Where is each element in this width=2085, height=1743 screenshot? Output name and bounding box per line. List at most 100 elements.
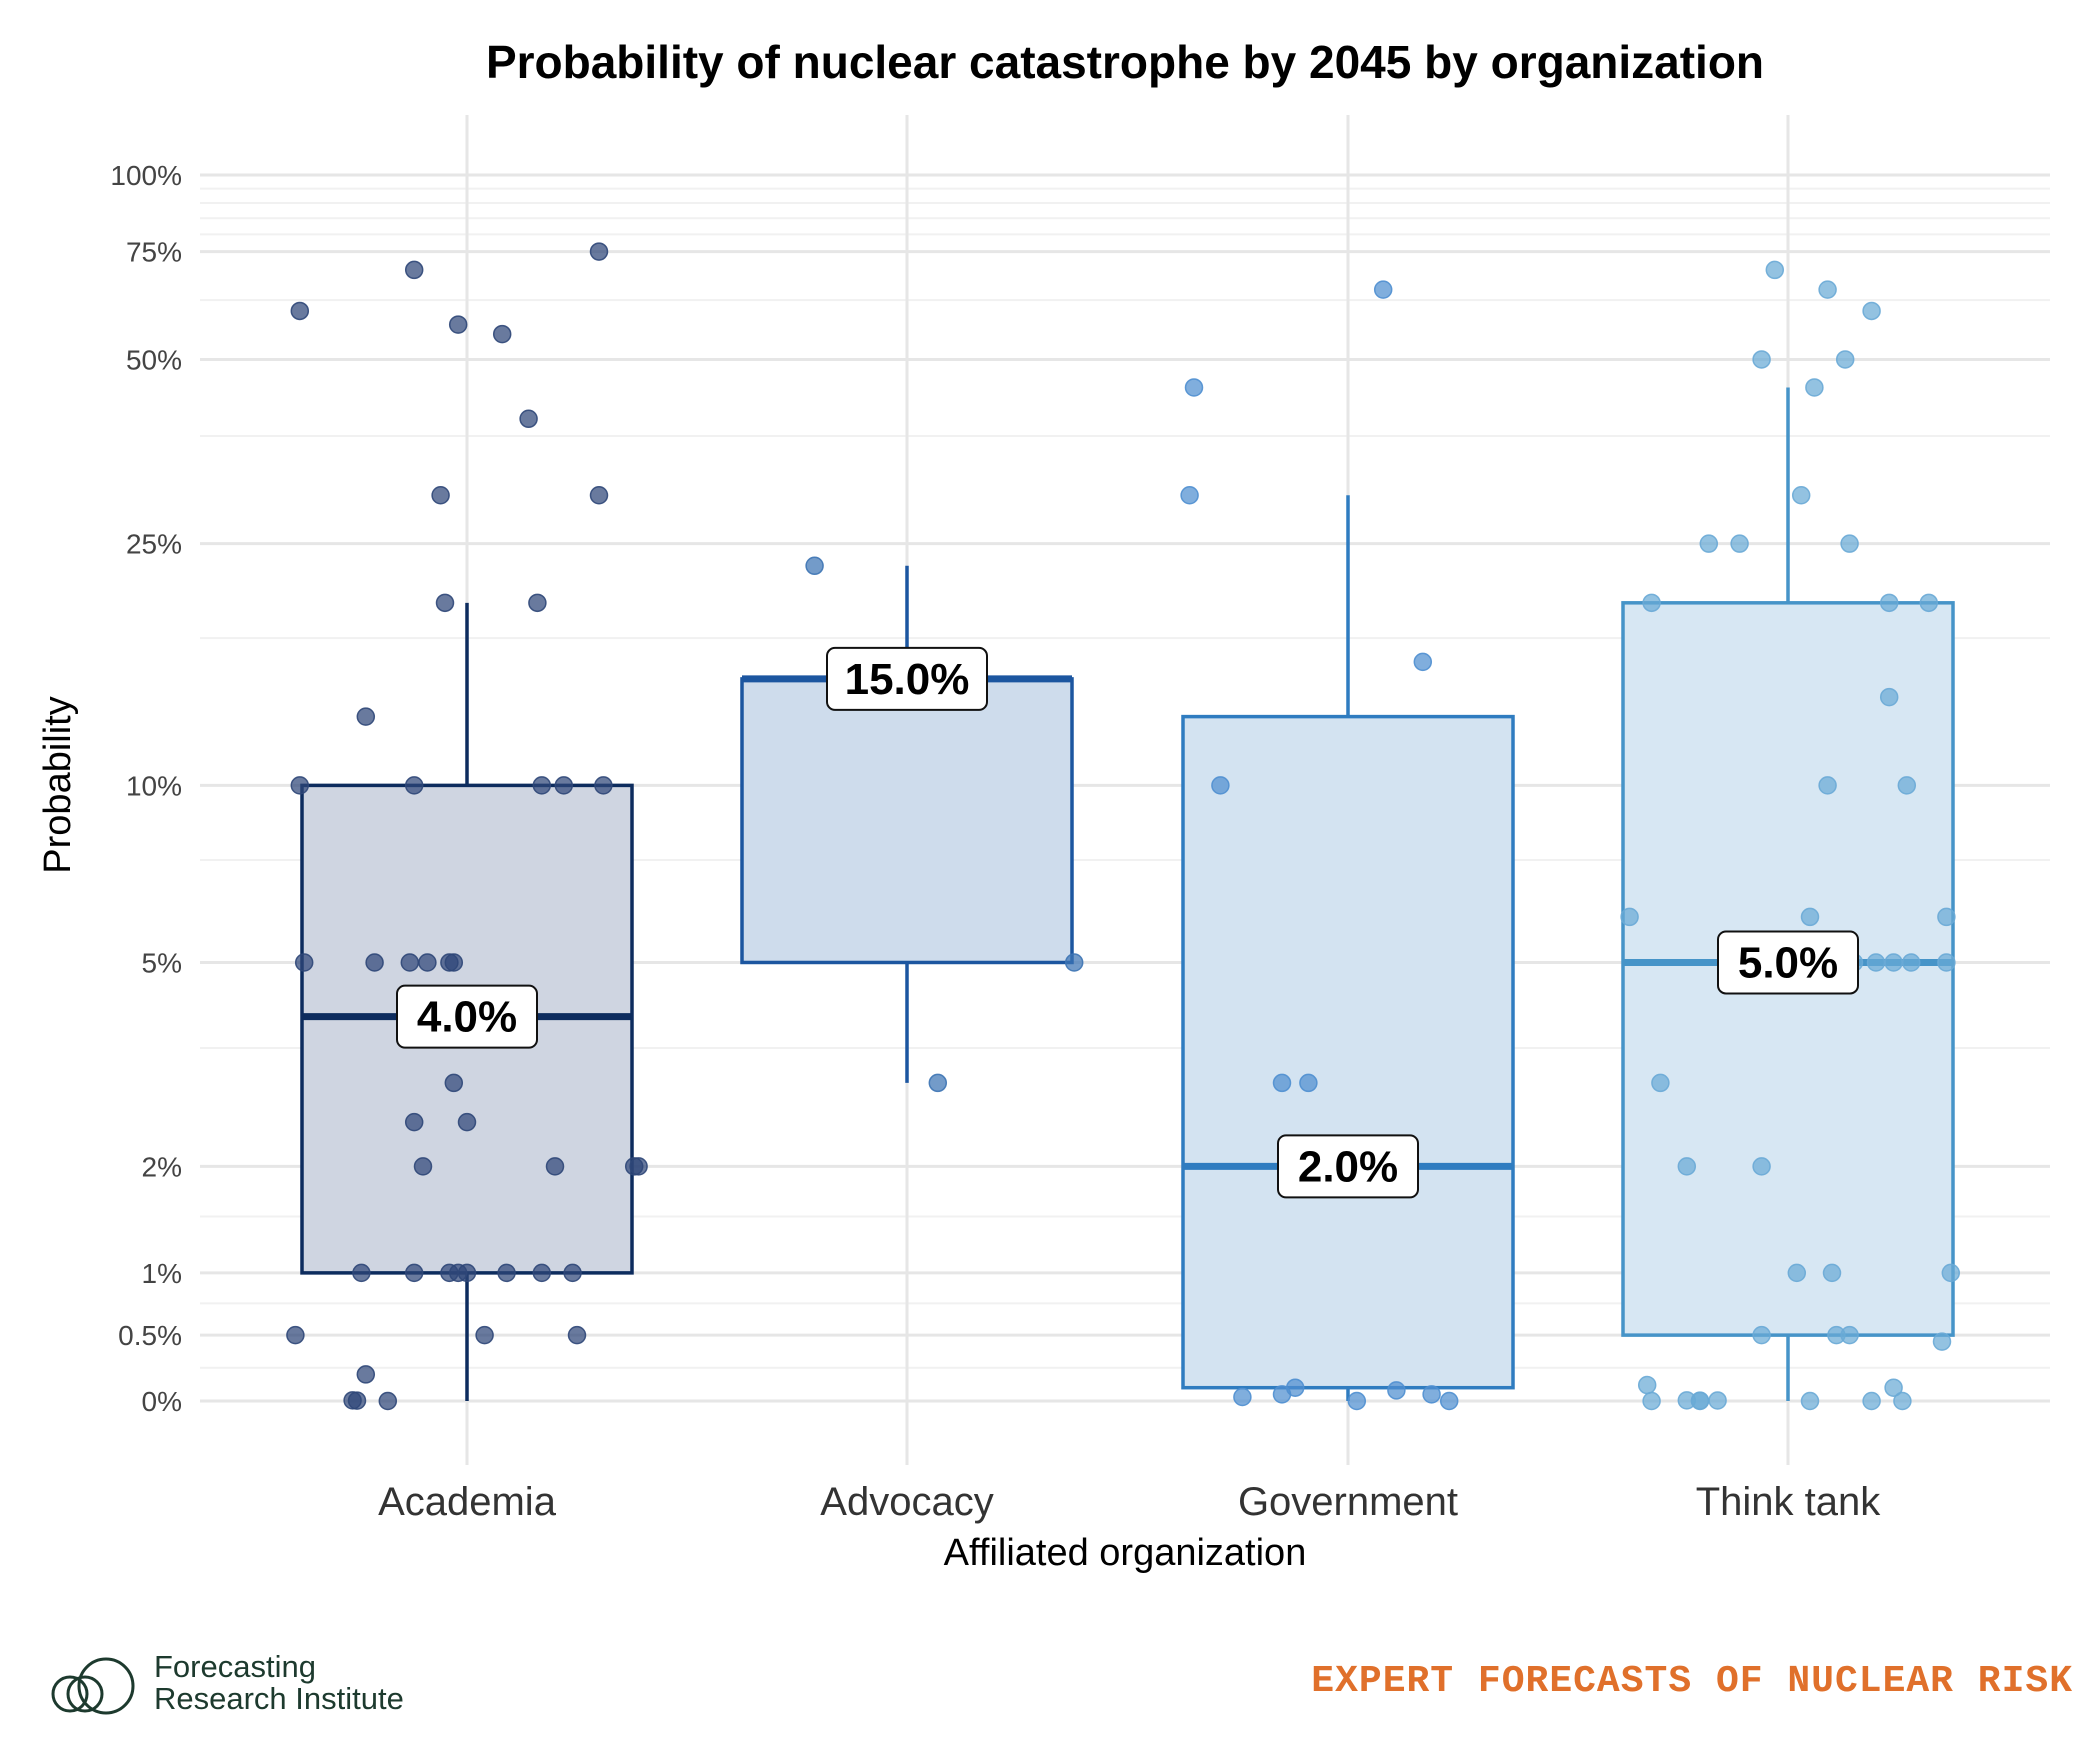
data-point	[1818, 280, 1837, 299]
data-point	[545, 1157, 565, 1176]
data-point	[1373, 280, 1393, 299]
data-point	[413, 1157, 433, 1176]
y-tick-label: 0%	[142, 1386, 182, 1417]
data-point	[589, 242, 609, 261]
data-point	[1642, 593, 1661, 613]
data-point	[1932, 1332, 1952, 1351]
x-tick-label: Government	[1238, 1480, 1458, 1524]
data-point	[492, 324, 512, 344]
data-point	[1439, 1391, 1459, 1411]
data-point	[1791, 485, 1811, 505]
median-label-box	[1717, 930, 1859, 995]
data-point	[290, 301, 310, 321]
x-tick-label: Think tank	[1696, 1480, 1882, 1524]
data-point	[294, 953, 314, 972]
data-point	[400, 953, 420, 972]
data-point	[1752, 350, 1771, 369]
box-iqr	[1181, 714, 1515, 1390]
data-point	[352, 1263, 371, 1283]
median-label-box	[396, 984, 538, 1049]
data-point	[457, 1112, 477, 1132]
fri-name-line2: Research Institute	[154, 1681, 404, 1716]
data-point	[418, 953, 437, 972]
data-point	[1620, 907, 1639, 927]
data-point	[1064, 953, 1084, 972]
data-point	[1884, 953, 1903, 972]
data-point	[290, 776, 310, 795]
y-tick-label: 0.5%	[118, 1320, 182, 1351]
x-tick-label: Advocacy	[820, 1480, 993, 1524]
data-point	[1800, 1391, 1820, 1411]
data-point	[563, 1263, 582, 1283]
fri-wordmark: Forecasting Research Institute	[154, 1651, 404, 1715]
median-label-layer: 4.0%15.0%2.0%5.0%	[396, 646, 1859, 1199]
data-point	[1835, 350, 1855, 369]
data-point	[1387, 1381, 1406, 1400]
data-point	[1919, 593, 1939, 613]
data-point	[378, 1391, 398, 1411]
data-point	[1642, 1391, 1661, 1411]
x-tick-label: Academia	[378, 1480, 557, 1524]
fri-logo-icon	[51, 1657, 135, 1715]
data-point	[528, 593, 547, 613]
y-tick-label: 10%	[126, 770, 182, 801]
data-point	[347, 1391, 367, 1410]
data-point	[1233, 1387, 1252, 1407]
y-tick-label: 100%	[110, 160, 182, 191]
data-point	[519, 409, 538, 429]
data-point	[1708, 1391, 1727, 1410]
data-point	[629, 1157, 648, 1176]
data-point	[1879, 593, 1899, 613]
data-point	[404, 1112, 424, 1132]
data-point	[1730, 534, 1749, 553]
data-point	[1840, 534, 1859, 553]
fri-name-line1: Forecasting	[154, 1649, 316, 1684]
data-point	[1862, 1391, 1881, 1411]
data-point	[1272, 1385, 1292, 1404]
data-point	[1884, 1378, 1903, 1397]
data-point	[365, 953, 384, 972]
data-point	[1637, 1375, 1657, 1395]
fri-brand: Forecasting Research Institute	[44, 1650, 404, 1716]
data-point	[1800, 907, 1820, 927]
data-point	[448, 315, 468, 334]
data-point	[805, 556, 824, 576]
data-point	[1299, 1073, 1318, 1093]
data-point	[1211, 776, 1230, 795]
data-point	[356, 707, 376, 726]
data-point	[1805, 378, 1824, 397]
data-point	[475, 1325, 494, 1345]
y-tick-label: 2%	[142, 1151, 182, 1182]
data-point	[1822, 1263, 1842, 1283]
median-label: 15.0%	[845, 655, 970, 704]
y-tick-label: 25%	[126, 529, 182, 560]
footer-tagline: EXPERT FORECASTS OF NUCLEAR RISK	[1311, 1660, 2073, 1703]
median-label-box	[826, 646, 988, 711]
data-point	[404, 1263, 424, 1283]
box-iqr	[740, 677, 1074, 965]
data-point	[1422, 1385, 1441, 1404]
data-point	[1752, 1325, 1771, 1345]
data-point	[1677, 1157, 1697, 1176]
data-point	[457, 1263, 477, 1283]
data-point	[1347, 1391, 1367, 1411]
y-tick-label: 1%	[142, 1258, 182, 1289]
y-tick-label: 5%	[142, 947, 182, 978]
data-point	[589, 485, 609, 505]
data-point	[1901, 953, 1921, 972]
x-axis-label: Affiliated organization	[944, 1532, 1307, 1574]
data-point	[404, 260, 424, 280]
data-point	[1866, 953, 1886, 972]
data-point	[1184, 378, 1204, 397]
data-point	[431, 485, 450, 505]
data-point	[1651, 1073, 1670, 1093]
data-point	[1180, 485, 1199, 505]
median-label: 5.0%	[1738, 938, 1838, 987]
data-point	[404, 776, 424, 795]
data-point	[1699, 534, 1719, 553]
data-point	[1818, 776, 1837, 795]
data-point	[1879, 687, 1899, 707]
data-point	[1272, 1073, 1292, 1093]
